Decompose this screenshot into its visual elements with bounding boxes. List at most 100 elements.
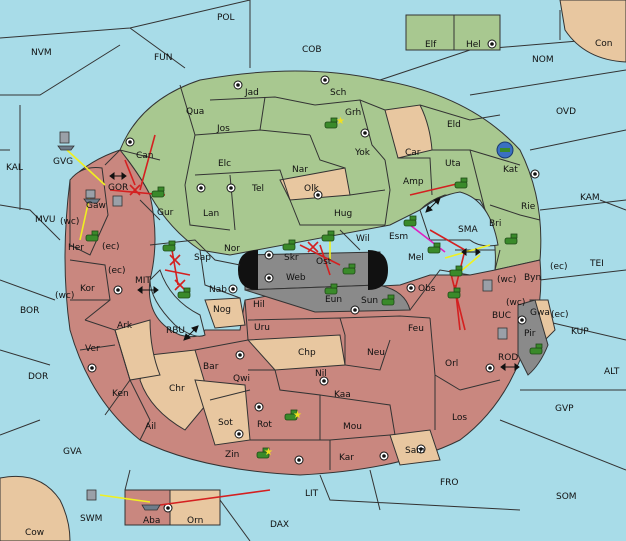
province-Gaw[interactable]: [69, 167, 109, 256]
sea-label-GVG: GVG: [53, 157, 73, 167]
province-Cow[interactable]: [0, 475, 71, 541]
black-cap-right: [368, 250, 388, 290]
sea-label-LIT: LIT: [305, 489, 319, 499]
order-arrows: [66, 134, 491, 506]
province-label-Nab: Nab: [209, 285, 227, 295]
province-label-Sap: Sap: [194, 253, 211, 263]
bullseye-icon: [320, 75, 330, 85]
sea-label-DOR: DOR: [28, 372, 48, 382]
province-borders-red: [69, 249, 501, 470]
bullseye-icon: [264, 250, 274, 260]
province-label-Ken: Ken: [112, 389, 129, 399]
province-Ark-tan[interactable]: [114, 319, 161, 381]
sea-RBU[interactable]: [149, 269, 206, 337]
province-label-Neu: Neu: [367, 348, 385, 358]
ship-icon: [57, 131, 75, 151]
sea-label-KAM: KAM: [580, 193, 600, 203]
sea-label-FRO: FRO: [440, 478, 459, 488]
bullseye-icon: [87, 363, 97, 373]
province-label-Chp: Chp: [298, 348, 316, 358]
sea-SMA[interactable]: [419, 191, 499, 247]
province-label-Rie: Rie: [521, 202, 536, 212]
sea-labels: POL NVM FUN COB NOM OVD KAL KAM MVU SMA …: [6, 13, 620, 538]
province-label-Yok: Yok: [354, 148, 371, 158]
sea-label-GVA: GVA: [63, 447, 83, 457]
sea-label-NOM: NOM: [532, 55, 554, 65]
province-label-Aba: Aba: [143, 516, 160, 526]
sea-label-ALT: ALT: [604, 367, 620, 377]
coast-label: (ec): [102, 242, 120, 252]
sea-label-TEI: TEI: [589, 259, 604, 269]
coast-label: (wc): [506, 298, 525, 308]
bullseye-icon: [416, 444, 426, 454]
coast-label: (wc): [55, 291, 74, 301]
bullseye-icon: [234, 429, 244, 439]
sea-label-Cow: Cow: [25, 528, 44, 538]
bullseye-icon: [487, 39, 497, 49]
province-label-Jos: Jos: [216, 124, 230, 134]
bullseye-icon: [226, 183, 236, 193]
tank-icon: [177, 287, 191, 299]
sea-label-GVP: GVP: [555, 404, 574, 414]
province-label-Olk: Olk: [304, 184, 320, 194]
tank-icon: [324, 283, 338, 295]
gray-center[interactable]: [244, 251, 381, 291]
bullseye-icon: [264, 273, 274, 283]
tank-icon: [324, 117, 338, 129]
tank-icon: [449, 265, 463, 277]
sea-label-BUC: BUC: [492, 311, 511, 321]
province-label-Qwi: Qwi: [233, 374, 250, 384]
coast-label: (wc): [497, 275, 516, 285]
province-label-Sch: Sch: [330, 88, 346, 98]
province-label-Orl: Orl: [445, 359, 458, 369]
province-label-Kar: Kar: [339, 453, 354, 463]
tank-icon: [284, 409, 298, 421]
ship-icon: [86, 489, 97, 501]
ship-icon: [497, 327, 508, 340]
ship-icon: [83, 189, 101, 204]
sea-label-COB: COB: [302, 45, 322, 55]
bullseye-icon: [350, 305, 360, 315]
bullseye-icon: [485, 363, 495, 373]
double-arrow-icon: [183, 325, 199, 341]
province-label-Orn: Orn: [187, 516, 203, 526]
bullseye-icon: [406, 283, 416, 293]
bullseye-icon: [233, 80, 243, 90]
tank-icon: [427, 242, 441, 254]
sea-label-FUN: FUN: [154, 53, 173, 63]
province-label-Amp: Amp: [403, 177, 424, 187]
province-label-Gaw: Gaw: [86, 201, 106, 211]
province-label-Mou: Mou: [343, 422, 362, 432]
bullseye-icon: [235, 350, 245, 360]
fleets: [57, 131, 508, 511]
province-label-Can: Can: [136, 151, 154, 161]
sea-label-KAL: KAL: [6, 163, 23, 173]
sea-label-GOR: GOR: [108, 183, 128, 193]
double-arrow-icon: [461, 248, 481, 256]
province-labels: Elf Hel Jad Sch Qua Grh Jos Eld Can Yok …: [68, 40, 550, 526]
province-label-Kaa: Kaa: [334, 390, 351, 400]
province-label-Gur: Gur: [157, 208, 174, 218]
province-Nog[interactable]: [204, 297, 246, 329]
coast-label: (wc): [60, 217, 79, 227]
province-label-Bri: Bri: [489, 219, 501, 229]
province-label-Hug: Hug: [334, 209, 352, 219]
sea-label-KUP: KUP: [571, 327, 589, 337]
ship-icon: [482, 279, 493, 292]
bullseye-icon: [517, 315, 527, 325]
province-Car[interactable]: [384, 104, 433, 159]
double-arrow-icon: [137, 286, 159, 294]
province-label-Grh: Grh: [345, 108, 361, 118]
tank-icon: [342, 263, 356, 275]
province-label-Nog: Nog: [213, 305, 231, 315]
tank-icon: [151, 186, 165, 198]
tank-icon: [504, 233, 518, 245]
province-label-Sot: Sot: [218, 418, 233, 428]
sea-label-ROD: ROD: [498, 353, 518, 363]
province-label-Ail: Ail: [145, 422, 156, 432]
province-label-Tel: Tel: [251, 184, 264, 194]
bullseye-icon: [196, 183, 206, 193]
province-Sam[interactable]: [389, 429, 441, 466]
province-label-Rot: Rot: [257, 420, 272, 430]
